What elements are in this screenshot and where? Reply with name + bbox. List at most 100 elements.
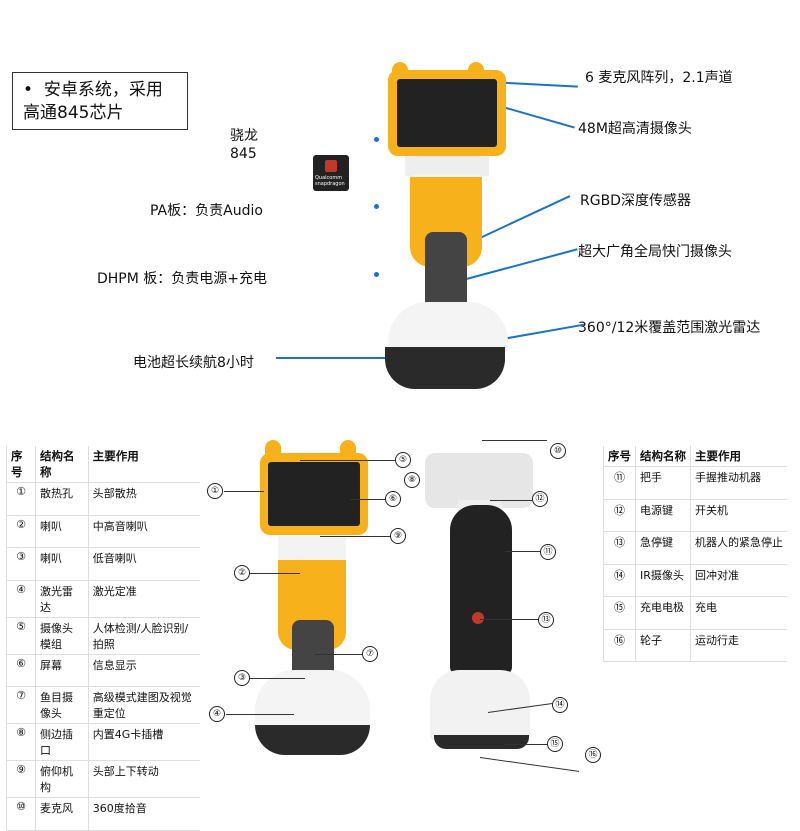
column-header: 序号 [603, 446, 636, 467]
column-header: 主要作用 [690, 446, 787, 467]
table-cell: 头部散热 [87, 482, 200, 516]
callout-13: ⑬ [538, 612, 554, 628]
label-snapdragon: 骁龙 845 [230, 128, 258, 162]
table-cell: ⑫ [603, 499, 636, 532]
table-cell: 回冲对准 [690, 564, 787, 597]
os-note-text: 安卓系统，采用高通845芯片 [23, 80, 163, 123]
callout-2: ② [234, 565, 250, 581]
label-rgbd: RGBD深度传感器 [580, 193, 691, 209]
robot-front-main [380, 62, 510, 397]
column-header: 结构名称 [35, 446, 89, 483]
table-cell: 麦克风 [35, 797, 89, 831]
table-cell: ③ [5, 547, 36, 581]
callout-line [350, 499, 385, 500]
table-header-row: 序号结构名称主要作用 [5, 446, 200, 483]
callout-4: ④ [209, 706, 225, 722]
table-cell: 把手 [635, 466, 691, 500]
table-cell: 360度拾音 [87, 797, 200, 831]
callout-9: ⑨ [390, 528, 406, 544]
table-cell: 运动行走 [690, 629, 787, 662]
table-cell: 摄像头模组 [35, 617, 89, 655]
table-cell: 机器人的紧急停止 [690, 531, 787, 565]
leader-line [276, 357, 414, 359]
callout-line [480, 619, 538, 620]
column-header: 序号 [5, 446, 36, 483]
callout-5: ⑤ [395, 452, 411, 468]
label-pa-board: PA板：负责Audio [150, 203, 263, 219]
callout-6: ⑥ [385, 491, 401, 507]
table-cell: 俯仰机构 [35, 760, 89, 798]
robot-back-diagram [420, 445, 540, 765]
callout-16: ⑯ [585, 747, 601, 763]
callout-line [226, 714, 294, 715]
pointer-dot [374, 272, 379, 277]
label-lidar: 360°/12米覆盖范围激光雷达 [578, 320, 761, 336]
table-cell: 散热孔 [35, 482, 89, 516]
column-header: 结构名称 [635, 446, 691, 467]
table-cell: ② [5, 515, 36, 548]
table-cell: ⑤ [5, 617, 36, 655]
callout-line [315, 654, 362, 655]
callout-line [505, 551, 540, 552]
callout-11: ⑪ [540, 544, 556, 560]
table-cell: 高级模式建图及视觉重定位 [87, 686, 200, 724]
table-cell: ⑩ [5, 797, 36, 831]
table-cell: IR摄像头 [635, 564, 691, 597]
table-header-row: 序号结构名称主要作用 [603, 446, 787, 467]
callout-line [300, 460, 395, 461]
callout-12: ⑫ [532, 491, 548, 507]
table-cell: 开关机 [690, 499, 787, 532]
table-cell: 急停键 [635, 531, 691, 565]
table-cell: ④ [5, 580, 36, 618]
pointer-dot [374, 204, 379, 209]
table-cell: 轮子 [635, 629, 691, 662]
label-wide-camera: 超大广角全局快门摄像头 [578, 244, 732, 260]
table-cell: 屏幕 [35, 654, 89, 687]
callout-7: ⑦ [362, 646, 378, 662]
callout-line [482, 440, 547, 441]
table-cell: ⑯ [603, 629, 636, 662]
callout-line [320, 536, 390, 537]
callout-line [250, 678, 305, 679]
table-cell: ⑬ [603, 531, 636, 565]
chip-text: Qualcomm snapdragon [315, 175, 345, 187]
table-cell: 中高音喇叭 [87, 515, 200, 548]
table-cell: 人体检测/人脸识别/拍照 [87, 617, 200, 655]
table-cell: 喇叭 [35, 515, 89, 548]
callout-10: ⑩ [550, 443, 566, 459]
qualcomm-chip-logo: Qualcomm snapdragon [313, 155, 349, 191]
table-cell: 内置4G卡插槽 [87, 723, 200, 761]
table-cell: 电源键 [635, 499, 691, 532]
table-cell: ⑨ [5, 760, 36, 798]
table-cell: 手握推动机器 [690, 466, 787, 500]
table-cell: ⑮ [603, 596, 636, 630]
robot-front-diagram [240, 440, 375, 760]
callout-8: ⑧ [404, 472, 420, 488]
callout-1: ① [207, 483, 223, 499]
label-mic-array: 6 麦克风阵列，2.1声道 [585, 70, 733, 86]
table-cell: 充电 [690, 596, 787, 630]
label-camera-48m: 48M超高清摄像头 [578, 121, 692, 137]
table-cell: ⑥ [5, 654, 36, 687]
callout-line [490, 500, 532, 501]
table-cell: 头部上下转动 [87, 760, 200, 798]
callout-line [505, 744, 547, 745]
callout-15: ⑮ [547, 736, 563, 752]
label-battery: 电池超长续航8小时 [133, 355, 254, 371]
